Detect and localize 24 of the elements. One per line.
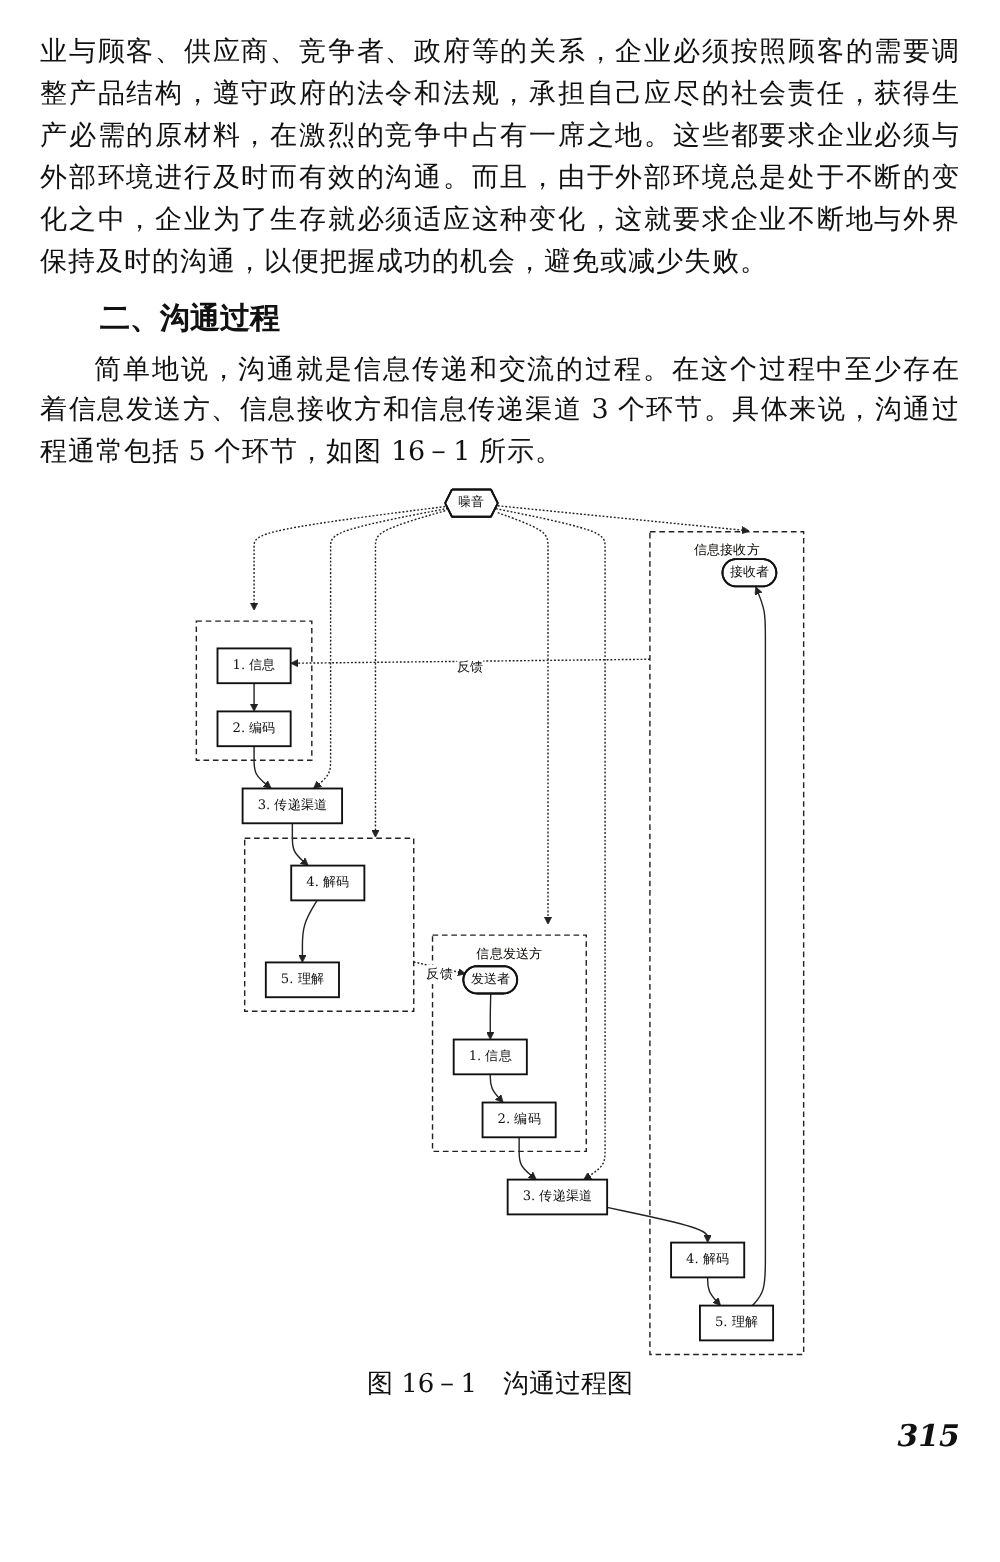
arrow <box>291 823 309 867</box>
arrow <box>518 1137 537 1181</box>
arrow <box>751 587 767 1307</box>
arrow <box>249 506 446 612</box>
arrow <box>298 900 318 964</box>
arrow <box>371 510 446 839</box>
arrow <box>489 1074 504 1104</box>
arrow <box>497 505 750 535</box>
cluster <box>243 838 415 1013</box>
body-paragraph: 业与顾客、供应商、竞争者、政府等的关系，企业必须按照顾客的需要调整产品结构，遵守政府的法令和法规，承担自己应尽的社会责任，获得生产必需的原材料，在激烈的竞争中占有一席之地。这些都要求企业必须与外部环境进行及时而有效的沟通。而且，由于外部环境总是处于不断的变化之中，企业为了生存就必须适应这种变化，这就要求企业不断地与外界保持及时的沟通，以便把握成功的机会，避免或减少失败。 <box>40 34 960 282</box>
page-number: 315 <box>895 1418 960 1455</box>
figure-caption: 图 16－1 沟通过程图 <box>365 1368 635 1403</box>
cluster <box>195 621 313 762</box>
arrow <box>497 512 553 926</box>
body-paragraph: 简单地说，沟通就是信息传递和交流的过程。在这个过程中至少存在着信息发送方、信息接收方和信息传递渠道 3 个环节。具体来说，沟通过程通常包括 5 个环节，如图 16－1 所示。 <box>40 351 960 473</box>
arrow <box>706 1277 721 1307</box>
arrow <box>313 508 449 790</box>
arrow <box>290 659 651 668</box>
arrow <box>253 746 272 790</box>
section-heading: 二、沟通过程 <box>100 299 282 338</box>
arrow <box>606 1207 712 1244</box>
arrow <box>249 683 259 713</box>
arrow <box>486 993 495 1041</box>
arrow <box>495 508 606 1181</box>
